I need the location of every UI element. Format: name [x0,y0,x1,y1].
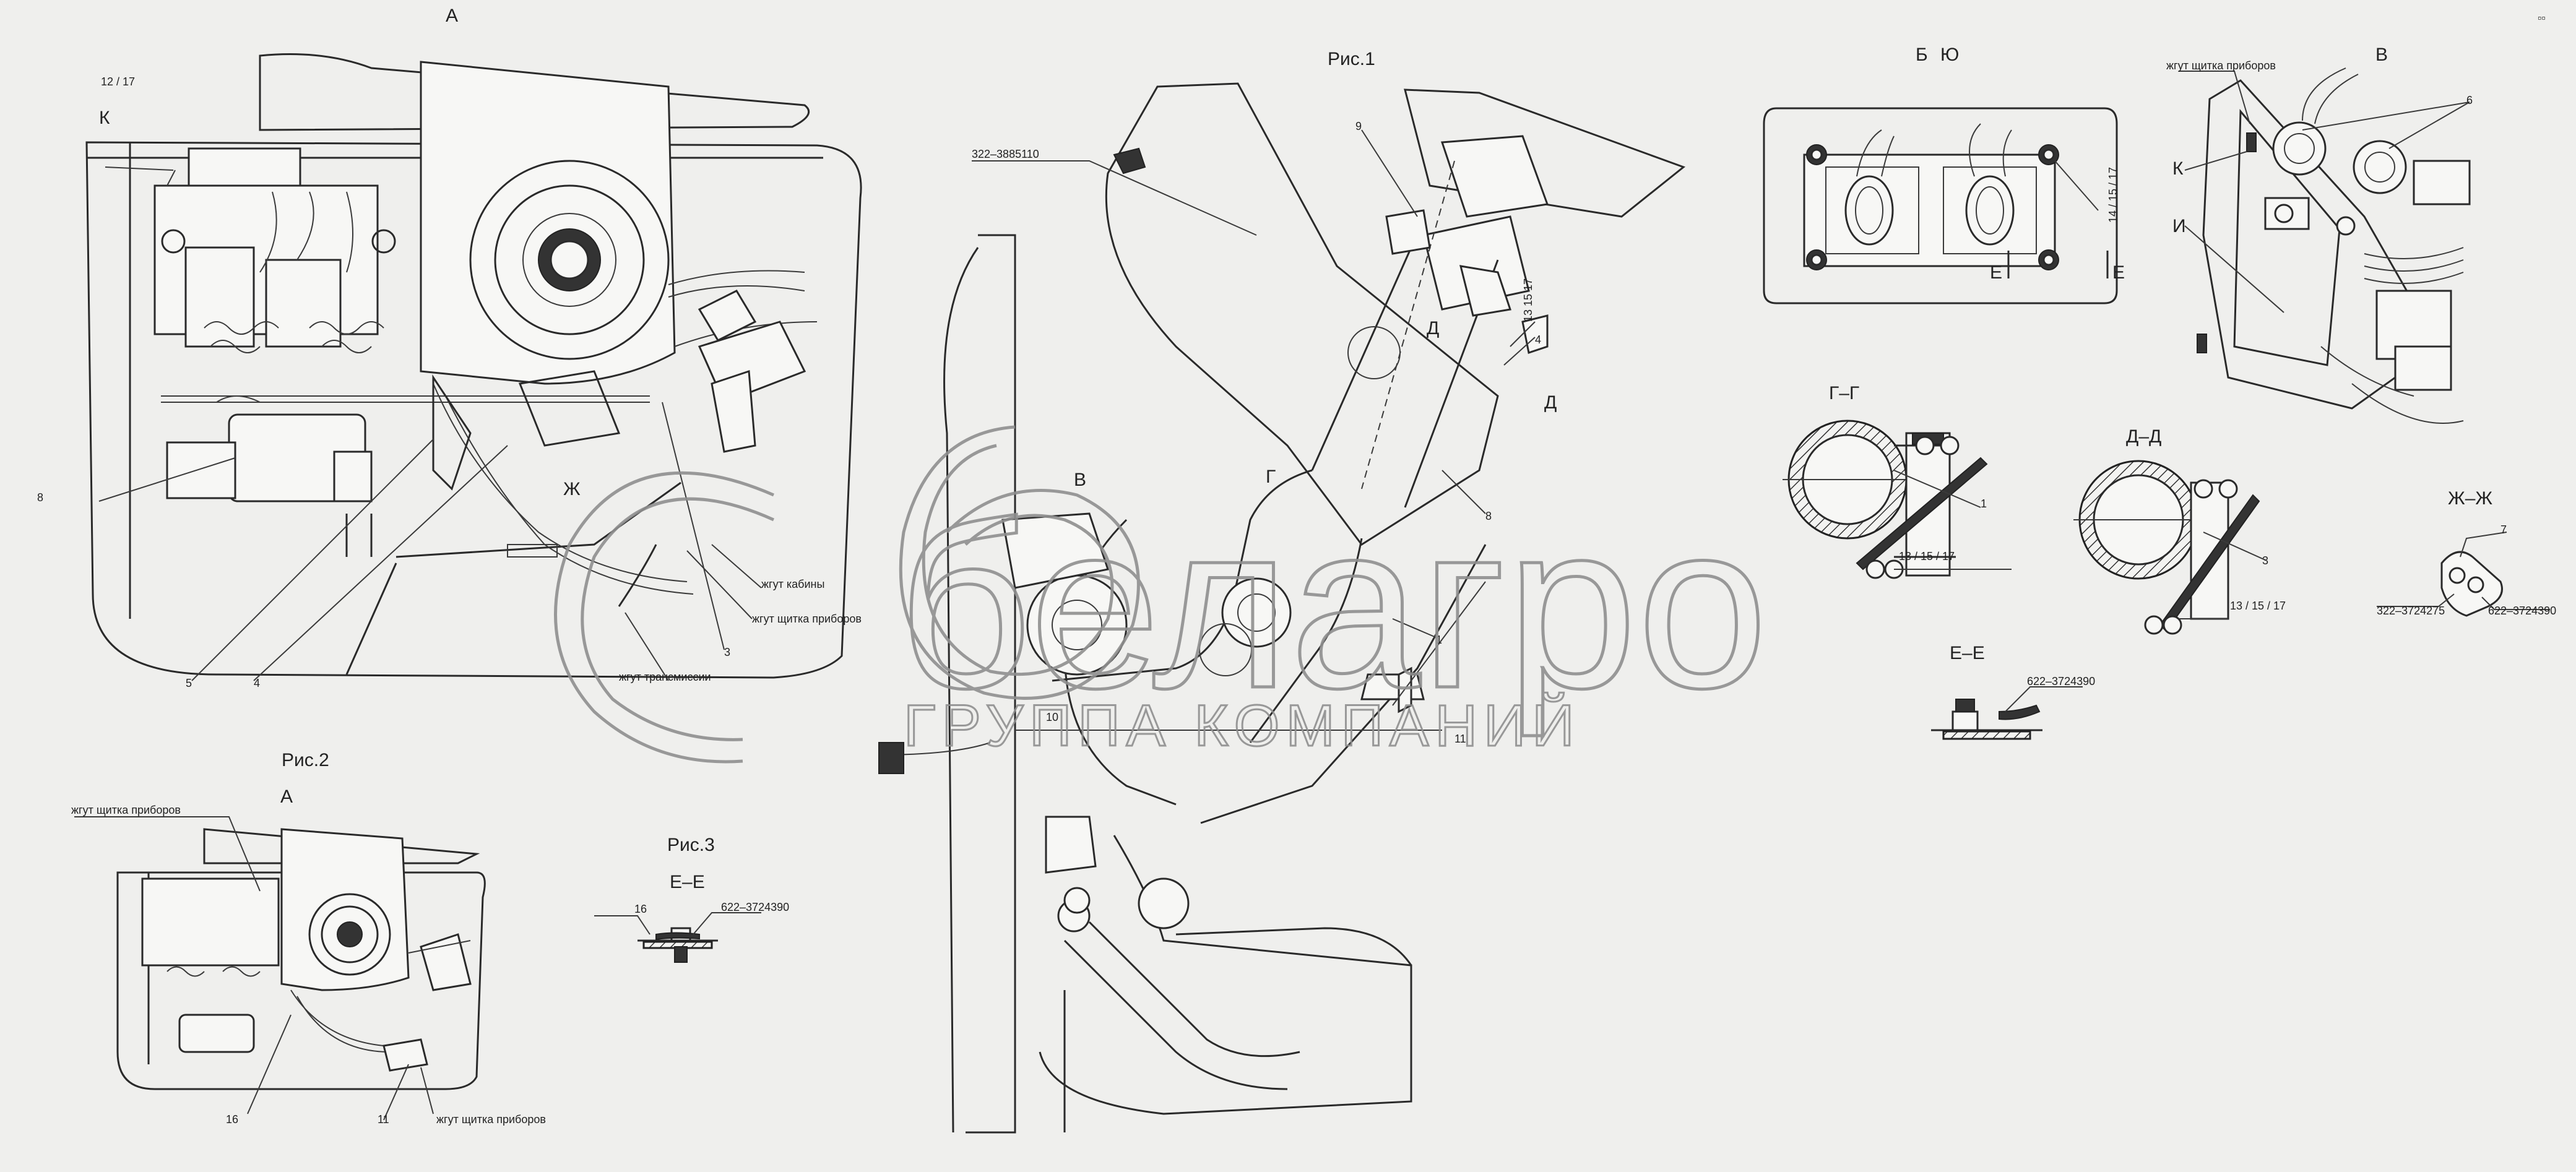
section-gg-drawing [1783,420,2012,579]
label-i-v: И [2172,216,2186,236]
section-zhzh-labels: Ж–Ж 7 322–3724275 622–3724390 [2377,488,2556,617]
label-fig3-item-16: 16 [634,903,647,915]
label-item-9: 9 [1355,120,1362,132]
fig-1-drawing [878,82,1686,1134]
section-b-glyph: Ю [1940,45,1959,65]
label-item-1: 1 [1436,634,1442,646]
section-dd-drawing [2073,460,2266,635]
section-gg-labels: Г–Г 1 13 / 15 / 17 [1829,383,1987,562]
label-gg-item-1: 1 [1981,498,1987,510]
label-fig2-item-11: 11 [378,1113,389,1126]
label-item-3: 3 [724,646,730,658]
label-part-322: 322–3885110 [972,148,1039,160]
label-arrow-zh: Ж [563,479,581,499]
label-gg-item-13-15-17: 13 / 15 / 17 [1899,550,1955,562]
view-a-top [85,53,862,681]
label-item-5: 5 [186,677,192,689]
label-harness-cab: жгут кабины [761,578,824,590]
label-dd-item-3: 3 [2262,554,2268,567]
fig-2-labels: Рис.2 А жгут щитка приборов 16 11 жгут щ… [71,750,546,1126]
fig-1-title: Рис.1 [1328,49,1375,69]
corner-mark: ▫▫ [2538,12,2546,24]
section-ee-title: Е–Е [1950,643,1985,663]
label-zhzh-part-right: 622–3724390 [2488,605,2556,617]
label-item-14-15-17: 14 / 15 / 17 [2107,167,2119,223]
label-item-4: 4 [1535,334,1541,346]
section-ee-fig3-title: Е–Е [670,872,705,892]
cut-e-right: Е [2112,262,2125,283]
label-harness-panel-fig2-top: жгут щитка приборов [71,804,181,816]
section-gg-title: Г–Г [1829,383,1859,403]
fig-3-labels: Рис.3 Е–Е 16 622–3724390 [634,835,789,915]
view-a-title: А [446,6,458,26]
label-harness-trans: жгут трансмиссии [619,671,711,683]
label-item-12-17: 12 / 17 [101,75,135,88]
label-item-13-15-17: 13 15 17 [1522,278,1534,322]
section-b-title: Б [1916,45,1928,65]
label-harness-panel-v: жгут щитка приборов [2166,59,2276,72]
label-item-11: 11 [1454,733,1466,745]
section-v-title: В [2375,45,2388,65]
section-v-labels: В жгут щитка приборов 6 К И [2166,45,2473,236]
watermark-tagline: ГРУППА КОМПАНИЙ [904,692,1581,759]
label-item-6: 6 [2466,94,2473,106]
label-harness-panel-fig2-bottom: жгут щитка приборов [436,1113,546,1126]
fig-3-drawing [594,912,761,963]
watermark: белагро ГРУППА КОМПАНИЙ [554,425,1770,764]
section-v-drawing [2179,67,2471,424]
view-a-fig2-title: А [280,786,293,807]
label-fig2-item-16: 16 [226,1113,238,1126]
label-item-4: 4 [254,677,260,689]
section-b-labels: Б Ю 14 / 15 / 17 Е Е [1916,45,2125,283]
fig-2-drawing [74,816,486,1121]
section-ee-drawing [1931,686,2083,740]
label-item-8: 8 [37,491,43,504]
label-item-8: 8 [1485,510,1492,522]
label-fig3-part: 622–3724390 [721,901,789,913]
section-dd-title: Д–Д [2126,426,2161,447]
view-v-arrow: В [1074,470,1086,490]
watermark-logo-icon [554,425,1140,764]
section-dd-labels: Д–Д 3 13 / 15 / 17 [2126,426,2286,612]
label-item-10: 10 [1046,711,1058,723]
cut-e-left: Е [1990,262,2002,283]
fig-3-title: Рис.3 [667,835,715,855]
section-b-drawing [1763,107,2118,304]
cut-d-lower: Д [1544,392,1557,413]
label-k-v: К [2172,158,2184,179]
fig-1-labels: Рис.1 322–3885110 9 13 15 17 4 8 1 10 11… [972,49,1557,745]
label-dd-item-13-15-17: 13 / 15 / 17 [2230,600,2286,612]
label-k: К [99,108,110,128]
cut-d-upper: Д [1427,318,1439,338]
section-zhzh-drawing [2377,532,2550,617]
fig-a-labels: А 12 / 17 К 8 5 4 3 Ж жгут кабины жгут щ… [37,6,862,689]
fig-2-title: Рис.2 [282,750,329,770]
label-harness-panel: жгут щитка приборов [752,613,862,625]
cut-g: Г [1266,467,1276,487]
section-zhzh-title: Ж–Ж [2448,488,2492,509]
label-zhzh-part-left: 322–3724275 [2377,605,2445,617]
label-zhzh-item-7: 7 [2500,524,2507,536]
watermark-logo-text: белагро [897,474,1768,738]
section-ee-labels: Е–Е 622–3724390 [1950,643,2095,687]
label-ee-part: 622–3724390 [2027,675,2095,687]
